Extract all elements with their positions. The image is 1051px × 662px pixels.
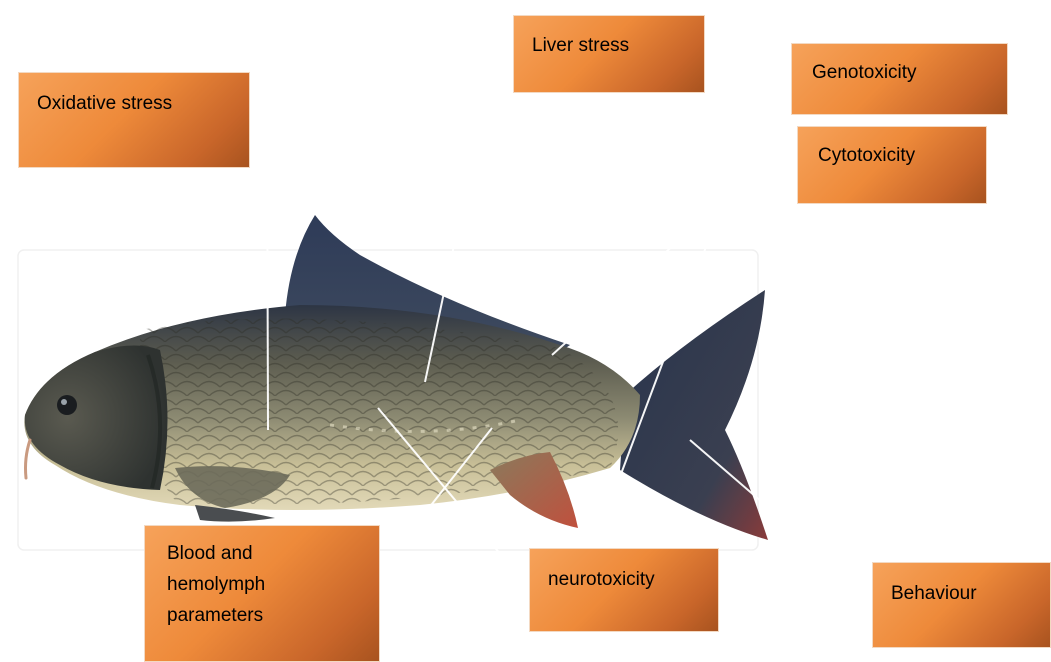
label-text: Cytotoxicity [818,145,915,166]
label-text: Oxidative stress [37,93,172,114]
leader-oxidative [267,98,268,430]
label-cytotoxicity: Cytotoxicity [797,126,987,204]
label-blood-hemolymph-parameters: Blood and hemolymph parameters [144,525,380,662]
label-oxidative-stress: Oxidative stress [18,72,250,168]
label-text: neurotoxicity [548,569,655,590]
label-text: Genotoxicity [812,62,917,83]
label-text-line-1: Blood and [167,538,361,569]
label-behaviour: Behaviour [872,562,1051,648]
label-genotoxicity: Genotoxicity [791,43,1008,115]
label-text-line-2: hemolymph [167,569,361,600]
label-text: Liver stress [532,35,629,56]
label-neurotoxicity: neurotoxicity [529,548,719,632]
label-liver-stress: Liver stress [513,15,705,93]
label-text-line-3: parameters [167,600,361,631]
fish-head [25,345,168,490]
fish-eye [57,395,77,415]
label-text: Behaviour [891,583,977,604]
